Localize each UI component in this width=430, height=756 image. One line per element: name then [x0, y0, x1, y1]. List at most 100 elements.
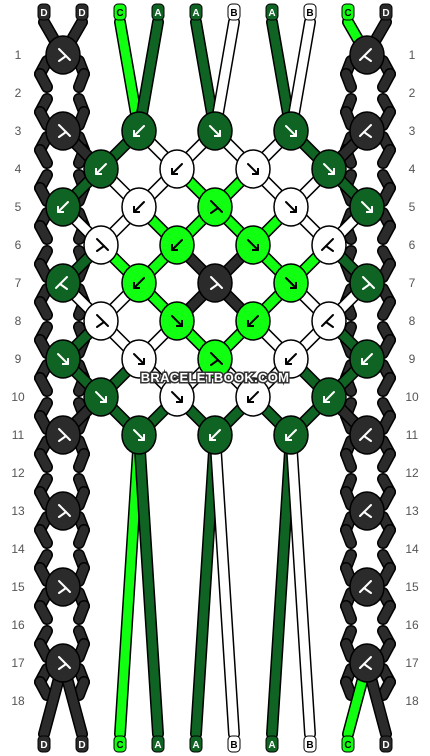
knot-arrow-head: [366, 206, 373, 213]
knot-arrow-head: [328, 168, 335, 175]
top-string-6: A: [265, 3, 279, 21]
knot-circle: [45, 643, 81, 683]
strand-left-inner-b-11: [74, 487, 89, 510]
row-number-left: 15: [11, 580, 25, 594]
knot-circle: [349, 35, 385, 75]
knot-r6-c3: [159, 225, 195, 265]
row-number-left: 10: [11, 390, 25, 404]
top-string-letter: A: [154, 8, 161, 19]
knot-circle: [349, 643, 385, 683]
bottom-string-tab: [379, 735, 393, 753]
top-string-tab: [303, 3, 317, 21]
knot-r9-c8: [349, 339, 385, 379]
row-number-left: 11: [12, 428, 25, 442]
top-string-8: C: [341, 3, 355, 21]
knot-arrow-tail: [359, 131, 365, 137]
strand-left-inner-b-0: [74, 69, 89, 92]
strand-right-inner-b-16: [341, 677, 356, 700]
strand-right-edge-b-10: [378, 449, 395, 472]
knot-r13-c8: [349, 491, 385, 531]
top-string-9: D: [379, 3, 393, 21]
strand-right-edge-b-16: [378, 677, 395, 700]
bottom-string-tab: [303, 735, 317, 753]
strand-left-inner-b-14: [74, 601, 89, 624]
knot-arrow-head: [323, 396, 330, 403]
knot-arrow-head: [100, 396, 107, 403]
knot-r13-c0: [45, 491, 81, 531]
row-number-right: 13: [405, 504, 419, 518]
top-string-1: D: [75, 3, 89, 21]
knot-arrow-line: [95, 163, 107, 175]
knot-r11-c0: [45, 415, 81, 455]
row-number-left: 7: [15, 276, 22, 290]
knot-grid: [45, 35, 385, 683]
strand-right-edge-b-13: [378, 563, 395, 586]
row-number-right: 12: [405, 466, 419, 480]
bottom-string-9: D: [379, 735, 393, 753]
strand-right-edge-b-2: [378, 145, 395, 168]
row-number-right: 11: [406, 428, 419, 442]
row-number-left: 18: [11, 694, 25, 708]
knot-circle: [45, 263, 81, 303]
knot-arrow-line: [247, 163, 259, 175]
bottom-string-tab: [227, 735, 241, 753]
strand-right-edge-b-7: [378, 335, 395, 358]
strand-left-edge-b-13: [35, 563, 52, 586]
knot-arrow-line: [247, 315, 259, 327]
knot-arrow-head: [171, 168, 178, 175]
knot-r8-c5: [235, 301, 271, 341]
knot-r5-c4: [197, 187, 233, 227]
bottom-string-letter: C: [116, 740, 123, 751]
knot-r3-c6: [273, 111, 309, 151]
strand-right-inner-b-13: [341, 563, 356, 586]
knot-r15-c8: [349, 567, 385, 607]
knot-arrow-line: [171, 391, 183, 403]
knot-arrow-tail: [321, 245, 327, 251]
bottom-string-2: C: [113, 735, 127, 753]
top-string-letter: C: [344, 8, 351, 19]
top-string-tab: [379, 3, 393, 21]
strand-right-inner-b-14: [341, 601, 356, 624]
knot-circle: [197, 339, 233, 379]
knot-arrow-tail: [359, 55, 365, 61]
top-string-letter: C: [116, 8, 123, 19]
knot-r6-c1: [83, 225, 119, 265]
knot-arrow-tail: [217, 359, 223, 365]
knot-r9-c0: [45, 339, 81, 379]
bottom-string-letter: B: [230, 740, 237, 751]
strand-bottom-7: [286, 430, 315, 739]
top-string-letter: D: [78, 8, 85, 19]
knot-r3-c4: [197, 111, 233, 151]
knot-arrow-line: [133, 201, 145, 213]
knot-circle: [83, 225, 119, 265]
bottom-string-tab: [75, 735, 89, 753]
bottom-string-tab: [37, 735, 51, 753]
knot-arrow-line: [285, 429, 297, 441]
strand-right-edge-b-15: [378, 639, 395, 662]
knot-r15-c0: [45, 567, 81, 607]
row-number-left: 6: [15, 238, 22, 252]
knot-circle: [45, 35, 81, 75]
knot-r5-c0: [45, 187, 81, 227]
knot-arrow-tail: [359, 435, 365, 441]
knot-arrow-head: [247, 320, 254, 327]
knot-r1-c8: [349, 35, 385, 75]
strand-left-inner-b-1: [74, 107, 89, 130]
knot-r11-c6: [273, 415, 309, 455]
knot-r5-c8: [349, 187, 385, 227]
knot-arrow-tail: [65, 587, 71, 593]
knot-r17-c8: [349, 643, 385, 683]
row-number-left: 12: [11, 466, 25, 480]
knot-arrow-line: [95, 391, 107, 403]
knot-r11-c4: [197, 415, 233, 455]
strand-right-edge-b-8: [378, 373, 395, 396]
strand-left-edge-b-8: [35, 373, 52, 396]
knot-r7-c6: [273, 263, 309, 303]
knot-circle: [83, 301, 119, 341]
knot-arrow-head: [62, 358, 69, 365]
top-string-7: B: [303, 3, 317, 21]
knot-circle: [45, 415, 81, 455]
row-number-right: 2: [409, 86, 416, 100]
strand-left-edge-b-12: [35, 525, 52, 548]
